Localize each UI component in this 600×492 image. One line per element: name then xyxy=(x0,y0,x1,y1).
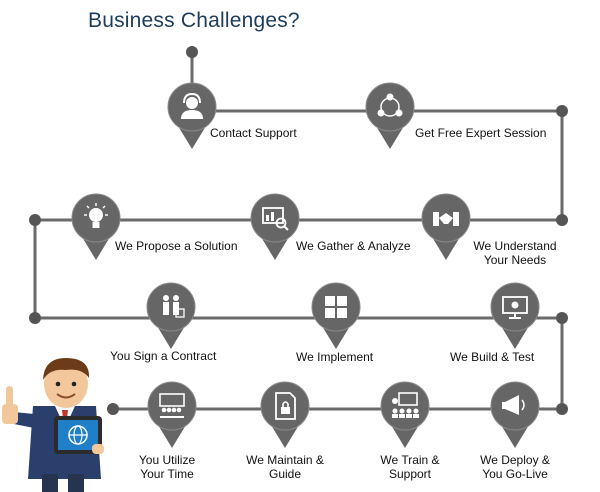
step-pin-contact-support xyxy=(167,82,217,149)
connector-dot xyxy=(556,105,568,117)
connector-dot xyxy=(556,214,568,226)
connector-dot xyxy=(29,214,41,226)
globe-icon xyxy=(68,425,88,445)
pin-head xyxy=(146,282,196,332)
step-pin-build-test xyxy=(490,282,540,349)
pin-head xyxy=(311,282,361,332)
step-pin-sign-contract xyxy=(146,282,196,349)
handshake-icon xyxy=(433,212,459,226)
step-pin-train-support xyxy=(380,381,430,448)
people-network-icon xyxy=(377,93,403,117)
contract-signing-icon xyxy=(163,295,185,318)
step-pin-expert-session xyxy=(365,82,415,149)
connector-dot xyxy=(29,312,41,324)
tablet xyxy=(54,416,102,454)
step-pin-utilize-time xyxy=(147,381,197,448)
pin-head xyxy=(380,381,430,431)
pin-head xyxy=(365,82,415,132)
step-label-propose-solution: We Propose a Solution xyxy=(115,239,238,253)
step-pin-propose-solution xyxy=(71,193,121,260)
step-label-train-support: We Train & Support xyxy=(380,453,440,481)
page-title: Business Challenges? xyxy=(88,9,300,32)
step-pin-gather-analyze xyxy=(250,193,300,260)
monitor-gear-icon xyxy=(502,296,528,319)
step-label-sign-contract: You Sign a Contract xyxy=(110,349,217,363)
headset-person-icon xyxy=(181,92,203,119)
lightbulb-icon xyxy=(84,203,108,228)
connector-dot xyxy=(107,403,119,415)
step-label-expert-session: Get Free Expert Session xyxy=(415,126,547,140)
step-label-maintain-guide: We Maintain & Guide xyxy=(246,453,324,481)
step-label-gather-analyze: We Gather & Analyze xyxy=(296,239,411,253)
step-pin-implement xyxy=(311,282,361,349)
step-pin-maintain-guide xyxy=(260,381,310,448)
chart-magnifier-icon xyxy=(262,207,289,231)
puzzle-icon xyxy=(325,296,347,318)
step-label-understand-needs: We Understand Your Needs xyxy=(473,239,557,267)
step-label-deploy-golive: We Deploy & You Go-Live xyxy=(480,453,550,481)
connector-dot xyxy=(186,46,198,58)
megaphone-icon xyxy=(502,395,525,415)
pin-head xyxy=(260,381,310,431)
step-pin-deploy-golive xyxy=(490,381,540,448)
connector-dot xyxy=(556,403,568,415)
team-screen-icon xyxy=(159,393,185,418)
step-pin-understand-needs xyxy=(421,193,471,260)
pin-head xyxy=(250,193,300,243)
step-label-implement: We Implement xyxy=(296,350,374,364)
step-label-build-test: We Build & Test xyxy=(450,350,535,364)
connector-dot xyxy=(556,312,568,324)
document-lock-icon xyxy=(275,392,296,420)
training-board-icon xyxy=(392,392,419,418)
step-label-utilize-time: You Utilize Your Time xyxy=(138,453,196,481)
businessman-thumbs-up-icon xyxy=(2,358,104,492)
step-label-contact-support: Contact Support xyxy=(210,126,297,140)
